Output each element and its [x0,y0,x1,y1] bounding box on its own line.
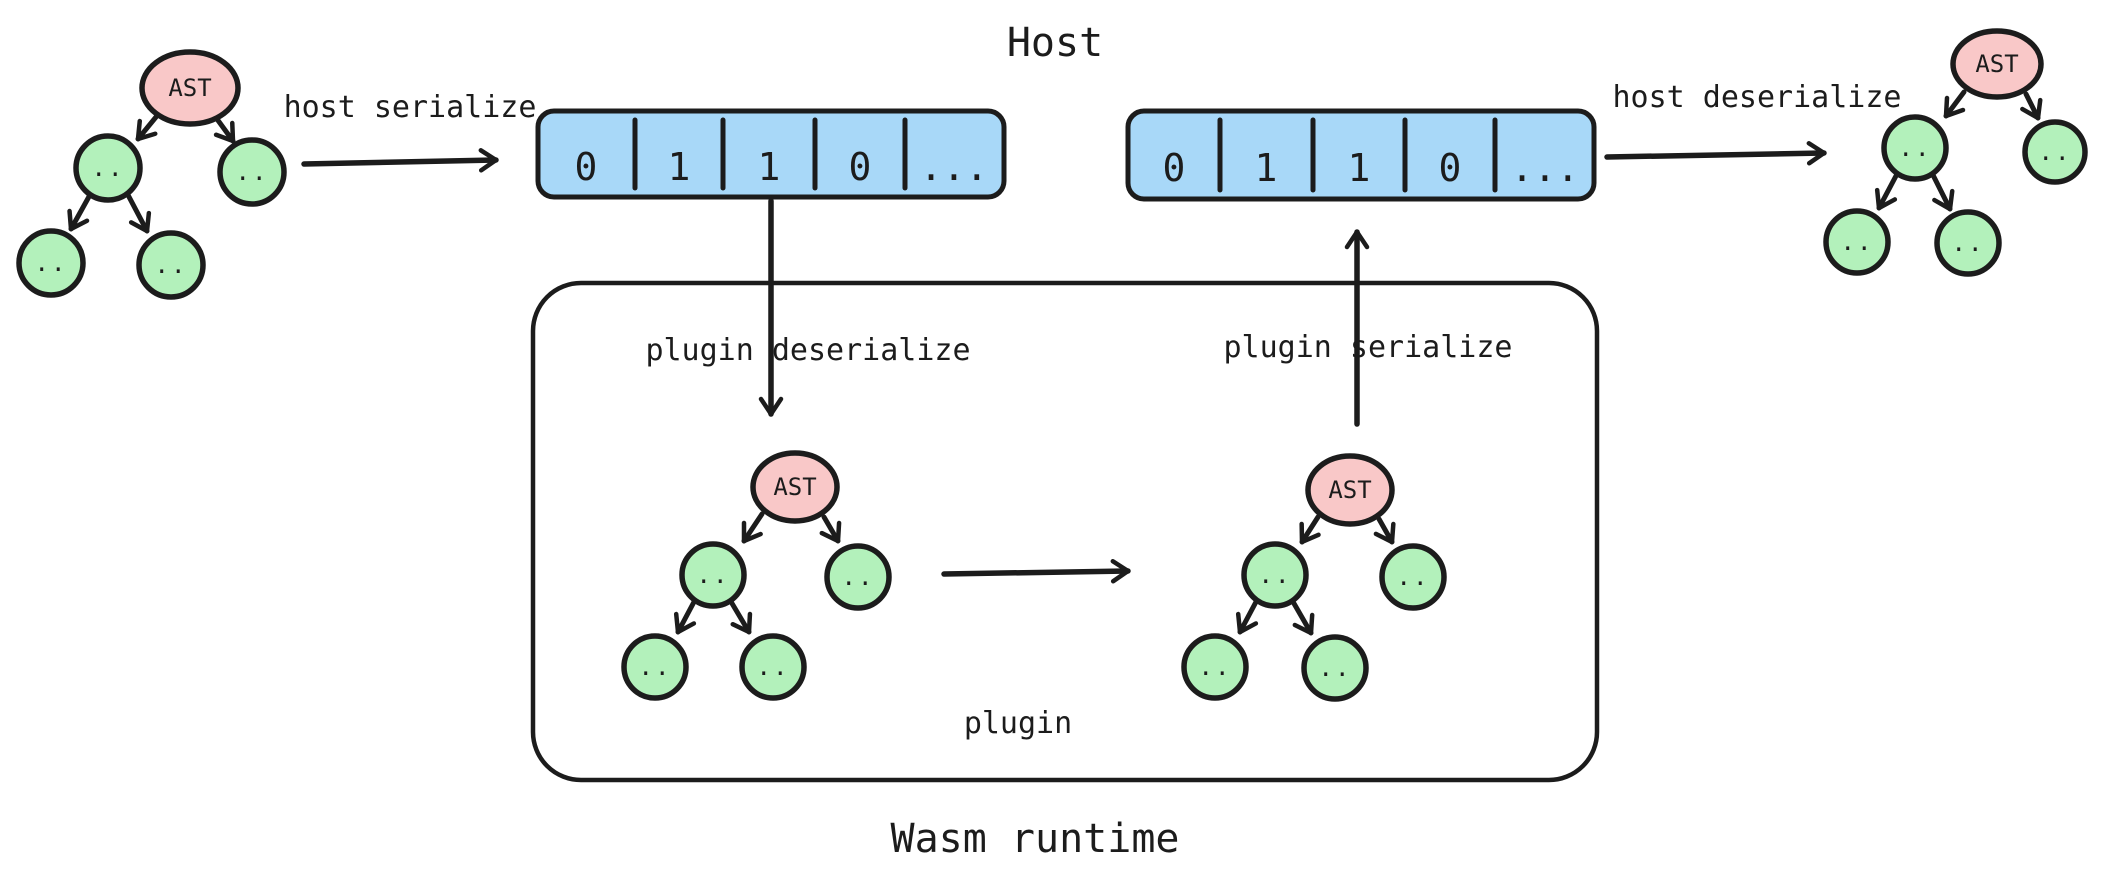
byte-array-cell: 1 [1255,146,1278,190]
byte-array-cell: 1 [668,145,691,189]
host-deserialize-label: host deserialize [1613,80,1902,115]
ast-root-label: AST [773,473,816,501]
plugin-input-ast-tree: AST .. .. .. .. [621,450,892,701]
tree-node [739,633,807,701]
ast-root-label: AST [168,74,211,102]
tree-edge-arrow [2020,91,2043,121]
tree-node [1823,208,1891,276]
tree-node [1241,541,1309,609]
byte-array-cell: 0 [1439,146,1462,190]
tree-node [16,228,86,298]
tree-edge-arrow [67,190,94,232]
plugin-deserialize-label: plugin deserialize [645,333,970,368]
tree-edge-arrow [1874,171,1900,211]
tree-node-label: .. [697,561,730,589]
tree-node [679,541,747,609]
tree-edge-arrow [1289,597,1315,636]
tree-node [2022,119,2088,185]
tree-node-label: .. [92,154,125,182]
tree-node-label: .. [1899,134,1932,162]
tree-edge-arrow [1930,172,1955,212]
tree-node-label: .. [2039,138,2072,166]
byte-array-cell: 1 [1348,146,1371,190]
tree-node [1379,543,1447,611]
tree-node-label: .. [236,158,269,186]
ast-root-label: AST [1975,50,2018,78]
tree-node [1881,114,1949,182]
tree-edge-arrow [819,514,842,544]
tree-node [1934,209,2002,277]
tree-node-label: .. [1319,654,1352,682]
host-title: Host [1007,20,1103,66]
tree-node [824,543,892,611]
tree-node [621,633,689,701]
tree-node-label: .. [842,563,875,591]
tree-node-label: .. [1259,561,1292,589]
plugin-serialize-label: plugin serialize [1224,330,1513,365]
tree-node-label: .. [155,251,188,279]
byte-array-cell: ... [1511,146,1580,190]
tree-node-label: .. [1397,563,1430,591]
byte-array-cell: ... [920,145,989,189]
byte-array-background [535,108,1007,200]
ast-root-label: AST [1328,476,1371,504]
byte-array-background [1125,108,1597,202]
tree-node [1301,634,1369,702]
tree-node-label: .. [639,653,672,681]
plugin-label: plugin [964,706,1072,741]
host-source-ast-tree: AST .. .. .. .. [16,49,287,300]
tree-edge-arrow [213,116,236,144]
ast-root-node [1305,453,1395,527]
tree-edge-arrow [673,597,698,635]
tree-edge-arrow [1299,514,1321,545]
ast-root-node [750,450,840,524]
plugin-output-ast-tree: AST .. .. .. .. [1181,453,1447,702]
tree-edge-arrow [1373,516,1396,545]
byte-array-cell: 0 [849,145,872,189]
ast-root-node [1950,28,2044,100]
wasm-runtime-label: Wasm runtime [891,816,1180,862]
tree-node-label: .. [1199,653,1232,681]
tree-node-label: .. [35,249,68,277]
tree-edge-arrow [1235,597,1260,635]
tree-edge-arrow [741,511,765,544]
tree-edge-arrow [1943,89,1967,119]
plugin-box [530,280,1600,783]
tree-node [1181,633,1249,701]
tree-node-label: .. [757,653,790,681]
byte-array-cell: 1 [758,145,781,189]
tree-node-label: .. [1841,228,1874,256]
byte-array-cell: 0 [575,145,598,189]
tree-node [73,133,143,203]
host-deserialize-arrow [1604,141,1827,166]
plugin-transform-arrow [941,558,1131,584]
ast-root-node [139,49,241,127]
tree-edge-arrow [727,597,753,635]
tree-node [136,230,206,300]
host-serialize-arrow [301,148,499,173]
byte-array-host-serialized: 0 1 1 0 ... [535,108,1007,200]
byte-array-cell: 0 [1163,146,1186,190]
byte-array-plugin-serialized: 0 1 1 0 ... [1125,108,1597,202]
host-output-ast-tree: AST .. .. .. .. [1823,28,2088,277]
tree-edge-arrow [135,114,159,142]
host-serialize-label: host serialize [284,90,537,125]
tree-node-label: .. [1952,229,1985,257]
tree-node [217,137,287,207]
tree-edge-arrow [124,190,152,234]
